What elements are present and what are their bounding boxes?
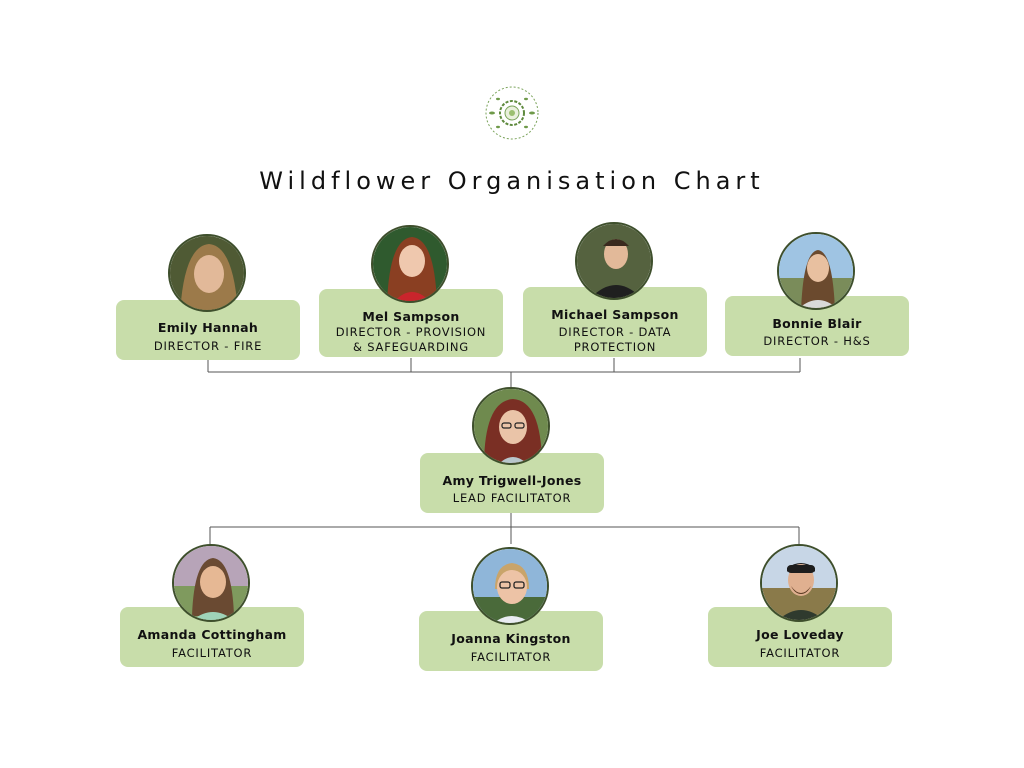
director-card-mel-sampson: Mel Sampson DIRECTOR - PROVISION & SAFEG…: [319, 289, 503, 357]
person-role: LEAD FACILITATOR: [452, 491, 572, 505]
portrait-photo: [779, 234, 853, 308]
person-name: Joe Loveday: [756, 627, 844, 642]
person-role: DIRECTOR - PROVISION & SAFEGUARDING: [335, 325, 487, 354]
person-name: Michael Sampson: [551, 307, 679, 322]
portrait-photo: [577, 224, 651, 298]
portrait-photo: [170, 236, 244, 310]
portrait-photo: [373, 227, 447, 301]
avatar: [760, 544, 838, 622]
person-role: DIRECTOR - DATA PROTECTION: [558, 325, 672, 354]
page-title: Wildflower Organisation Chart: [259, 167, 765, 195]
avatar: [471, 547, 549, 625]
avatar: [777, 232, 855, 310]
flower-wreath-icon: [485, 86, 539, 140]
portrait-photo: [474, 389, 548, 463]
person-role: DIRECTOR - FIRE: [153, 339, 263, 353]
portrait-photo: [762, 546, 836, 620]
person-role: FACILITATOR: [759, 646, 841, 660]
person-name: Bonnie Blair: [772, 316, 862, 331]
wildflower-meadows-logo: [484, 85, 540, 141]
avatar: [472, 387, 550, 465]
person-role: FACILITATOR: [171, 646, 253, 660]
person-name: Mel Sampson: [362, 309, 460, 324]
person-role: FACILITATOR: [470, 650, 552, 664]
person-name: Amanda Cottingham: [137, 627, 287, 642]
person-role: DIRECTOR - H&S: [763, 334, 871, 348]
avatar: [168, 234, 246, 312]
avatar: [575, 222, 653, 300]
avatar: [172, 544, 250, 622]
avatar: [371, 225, 449, 303]
portrait-photo: [473, 549, 547, 623]
person-name: Joanna Kingston: [451, 631, 571, 646]
person-name: Emily Hannah: [157, 320, 259, 335]
person-name: Amy Trigwell-Jones: [442, 473, 582, 488]
